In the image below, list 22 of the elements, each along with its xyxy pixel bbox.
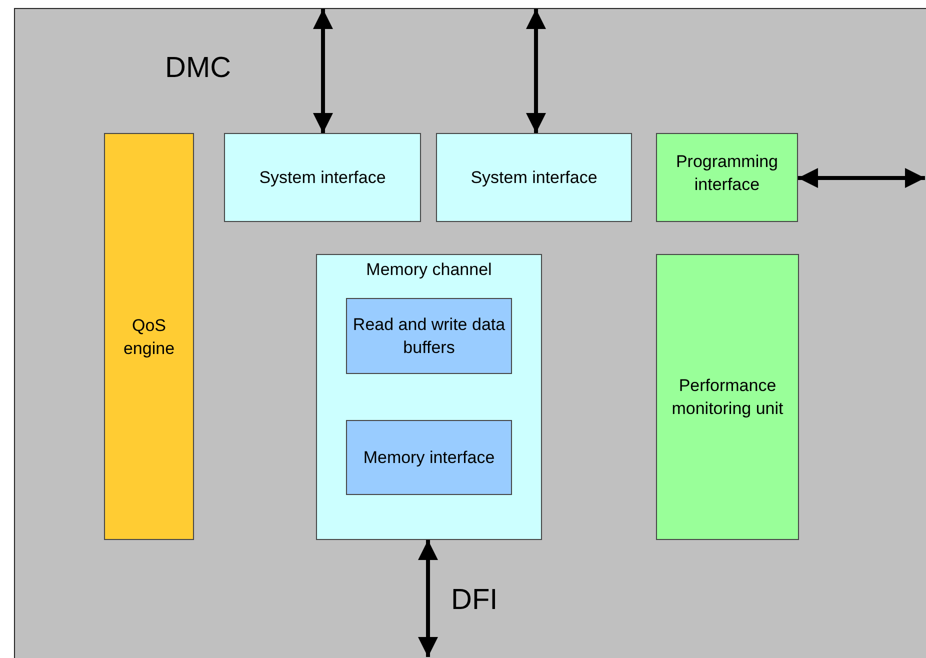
- container-box: [14, 8, 926, 658]
- block-box: [224, 133, 421, 222]
- block-box: [346, 420, 512, 495]
- block-box: [316, 254, 542, 540]
- block-label: QoS engine: [122, 314, 176, 360]
- block-box: [104, 133, 194, 540]
- block-box: [346, 298, 512, 374]
- double-arrow: [418, 540, 438, 657]
- block-label: Programming interface: [674, 150, 780, 196]
- double-arrow: [313, 9, 333, 133]
- block-label: System interface: [259, 167, 386, 189]
- double-arrow: [526, 9, 546, 133]
- block-label: Performance monitoring unit: [670, 375, 784, 420]
- block-label: Memory channel: [366, 259, 492, 281]
- container-label: DMC: [165, 52, 232, 85]
- block-label: System interface: [470, 167, 598, 189]
- block-box: [656, 133, 798, 222]
- block-label: Memory interface: [363, 447, 495, 469]
- double-arrow: [798, 168, 925, 188]
- block-box: [656, 254, 799, 540]
- block-box: [436, 133, 632, 222]
- block-label: Read and write data buffers: [352, 314, 506, 359]
